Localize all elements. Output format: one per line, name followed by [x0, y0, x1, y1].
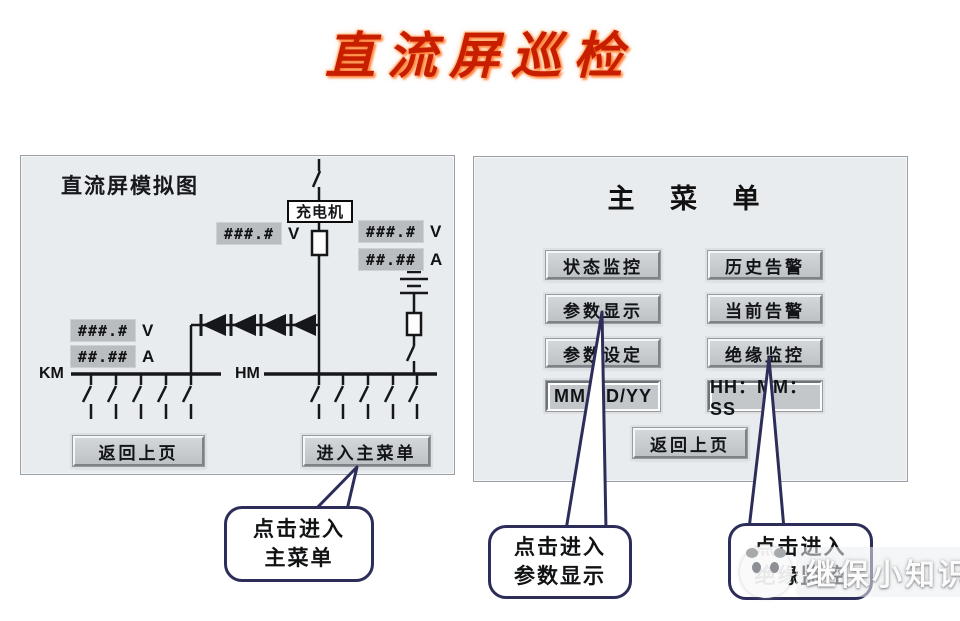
km-bus-label: KM: [39, 365, 64, 382]
main-menu-title: 主 菜 单: [607, 184, 774, 214]
charger-fuse: [310, 229, 329, 257]
battery-current-meter: ##.## A: [359, 249, 442, 270]
battery-current-value: ##.##: [359, 249, 423, 270]
callout-text-line1: 点击进入: [253, 518, 345, 541]
callout-bubble-main-menu: 点击进入 主菜单: [224, 506, 374, 582]
charger-voltage-meter: ###.# V: [217, 223, 299, 244]
menu-button-status-monitor[interactable]: 状态监控: [546, 251, 660, 279]
dc-sim-panel: 直流屏模拟图: [20, 155, 455, 475]
charger-incoming-switch: [311, 159, 322, 200]
menu-button-current-alarms[interactable]: 当前告警: [708, 295, 822, 323]
km-feeders: [81, 374, 193, 419]
km-voltage-meter: ###.# V: [71, 320, 153, 341]
menu-button-insulation-monitor[interactable]: 绝缘监控: [708, 339, 822, 367]
watermark-text: 继保小知识: [796, 547, 960, 597]
diode-chain: [189, 314, 319, 374]
charger-voltage-value: ###.#: [217, 223, 281, 244]
circuit-diagram-svg: [71, 159, 437, 419]
battery-voltage-value: ###.#: [359, 221, 423, 242]
charger-voltage-unit: V: [288, 223, 300, 243]
page-title: 直流屏巡检: [325, 26, 635, 85]
menu-button-parameter-setting[interactable]: 参数设定: [546, 339, 660, 367]
watermark: 继保小知识: [740, 546, 960, 598]
menu-back-button[interactable]: 返回上页: [633, 428, 747, 458]
callout-text-line2: 参数显示: [514, 565, 606, 588]
battery-fuse: [405, 311, 423, 337]
km-current-value: ##.##: [71, 346, 135, 367]
date-display: MM/DD/YY: [546, 381, 660, 411]
menu-button-parameter-display[interactable]: 参数显示: [546, 295, 660, 323]
menu-button-history-alarms[interactable]: 历史告警: [708, 251, 822, 279]
battery-voltage-unit: V: [430, 221, 442, 241]
time-display: HH：MM：SS: [708, 377, 822, 419]
enter-main-menu-button[interactable]: 进入主菜单: [303, 436, 430, 466]
km-current-unit: A: [142, 346, 155, 366]
callout-text-line2: 主菜单: [264, 547, 334, 570]
battery-switch: [405, 335, 416, 374]
km-current-meter: ##.## A: [71, 346, 154, 367]
hm-feeders: [309, 374, 419, 419]
battery-voltage-meter: ###.# V: [359, 221, 441, 242]
watermark-logo-icon: [740, 546, 792, 598]
charger-label: 充电机: [287, 200, 353, 223]
sim-back-button[interactable]: 返回上页: [73, 436, 204, 466]
sim-panel-title: 直流屏模拟图: [61, 175, 199, 198]
callout-text-line1: 点击进入: [514, 536, 606, 559]
km-voltage-unit: V: [142, 320, 154, 340]
km-voltage-value: ###.#: [71, 320, 135, 341]
callout-bubble-parameter-display: 点击进入 参数显示: [488, 525, 632, 599]
main-menu-panel: 主 菜 单 状态监控 历史告警 参数显示 当前告警 参数设定 绝缘监控 MM/D…: [473, 156, 908, 482]
battery-symbol: [400, 270, 428, 313]
hm-bus-label: HM: [235, 365, 260, 382]
battery-current-unit: A: [430, 249, 443, 269]
